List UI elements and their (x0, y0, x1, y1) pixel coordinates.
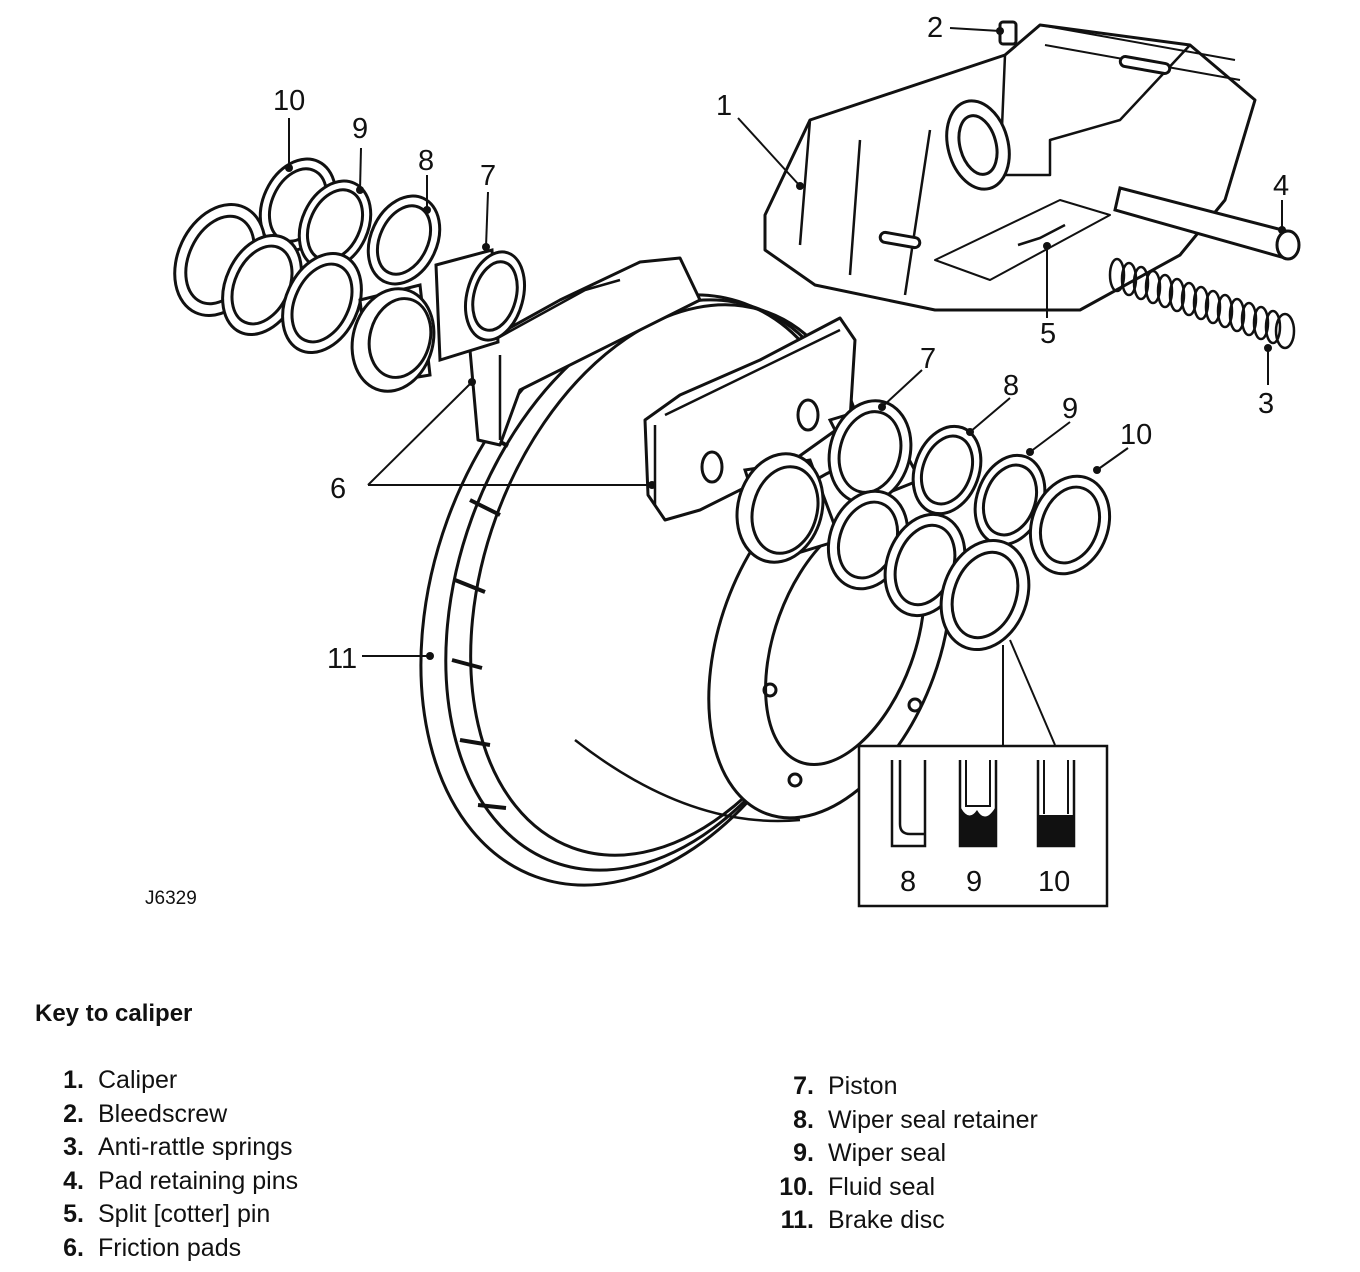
caliper-exploded-diagram: 1 2 3 4 5 6 10 9 8 7 7 8 9 10 11 8 (145, 12, 1301, 909)
callout-wiper-seal-top: 9 (352, 113, 368, 145)
key-item-split-cotter-pin: 5. Split [cotter] pin (40, 1200, 298, 1234)
key-item-fluid-seal: 10. Fluid seal (770, 1173, 1038, 1207)
friction-pad-front (643, 316, 857, 522)
callout-bleedscrew: 2 (927, 12, 943, 44)
callout-leaders (288, 27, 1283, 746)
callout-fluid-seal-bottom: 10 (1120, 419, 1152, 451)
callout-friction-pads: 6 (330, 473, 346, 505)
callout-wiper-seal-retainer-top: 8 (418, 145, 434, 177)
key-number: 4. (63, 1166, 84, 1195)
key-item-wiper-seal: 9. Wiper seal (770, 1139, 1038, 1173)
caliper-body (763, 23, 1257, 312)
key-number: 2. (63, 1099, 84, 1128)
key-item-piston: 7. Piston (770, 1072, 1038, 1106)
callout-caliper: 1 (716, 90, 732, 122)
callout-piston-top: 7 (480, 160, 496, 192)
seal-set-inner (173, 157, 526, 393)
key-number: 6. (63, 1233, 84, 1262)
anti-rattle-spring (1108, 257, 1296, 350)
key-label: Anti-rattle springs (98, 1133, 293, 1162)
pad-retaining-pin (1113, 186, 1301, 261)
key-label: Bleedscrew (98, 1099, 228, 1128)
key-item-bleedscrew: 2. Bleedscrew (40, 1100, 298, 1134)
section-fluid-seal (1036, 760, 1076, 848)
key-number: 8. (793, 1105, 814, 1134)
section-wiper-seal-retainer (890, 760, 927, 848)
key-label: Brake disc (828, 1206, 945, 1235)
key-label: Split [cotter] pin (98, 1200, 271, 1229)
key-number: 1. (63, 1066, 84, 1094)
key-number: 10. (779, 1172, 814, 1201)
key-label: Piston (828, 1072, 898, 1100)
friction-pad-rear (468, 256, 702, 447)
key-number: 9. (793, 1139, 814, 1168)
key-number: 5. (63, 1200, 84, 1229)
key-number: 3. (63, 1133, 84, 1162)
key-number: 11. (780, 1206, 814, 1235)
inset-label-10: 10 (1038, 866, 1070, 898)
key-item-caliper: 1. Caliper (40, 1066, 298, 1100)
key-item-brake-disc: 11. Brake disc (770, 1206, 1038, 1240)
key-label: Caliper (98, 1066, 178, 1094)
key-list-left: 1. Caliper 2. Bleedscrew 3. Anti-rattle spr… (40, 1066, 298, 1268)
callout-split-cotter-pin: 5 (1040, 318, 1056, 350)
figure-reference: J6329 (145, 888, 197, 909)
seal-section-inset: 8 9 10 (857, 744, 1109, 908)
callout-labels: 1 2 3 4 5 6 10 9 8 7 7 8 9 10 11 (273, 12, 1289, 675)
callout-pad-retaining-pins: 4 (1273, 170, 1289, 202)
key-list-right: 7. Piston 8. Wiper seal retainer 9. Wiper s… (770, 1072, 1038, 1240)
seal-set-outer (735, 399, 1112, 652)
section-wiper-seal (958, 760, 998, 848)
key-item-pad-retaining-pins: 4. Pad retaining pins (40, 1167, 298, 1201)
inset-label-8: 8 (900, 866, 916, 898)
callout-brake-disc: 11 (327, 643, 357, 675)
inset-label-9: 9 (966, 866, 982, 898)
key-item-anti-rattle-springs: 3. Anti-rattle springs (40, 1133, 298, 1167)
key-label: Wiper seal (828, 1139, 947, 1168)
callout-wiper-seal-retainer-bottom: 8 (1003, 370, 1019, 402)
key-label: Wiper seal retainer (828, 1105, 1038, 1134)
callout-piston-bottom: 7 (920, 343, 936, 375)
callout-wiper-seal-bottom: 9 (1062, 393, 1078, 425)
key-item-wiper-seal-retainer: 8. Wiper seal retainer (770, 1106, 1038, 1140)
key-label: Friction pads (98, 1233, 242, 1262)
key-number: 7. (793, 1072, 814, 1100)
key-title: Key to caliper (35, 1000, 193, 1027)
key-item-friction-pads: 6. Friction pads (40, 1234, 298, 1268)
callout-dots (285, 27, 1286, 660)
callout-anti-rattle-springs: 3 (1258, 388, 1274, 420)
callout-fluid-seal-top: 10 (273, 85, 305, 117)
key-label: Pad retaining pins (98, 1166, 299, 1195)
key-label: Fluid seal (828, 1172, 935, 1201)
